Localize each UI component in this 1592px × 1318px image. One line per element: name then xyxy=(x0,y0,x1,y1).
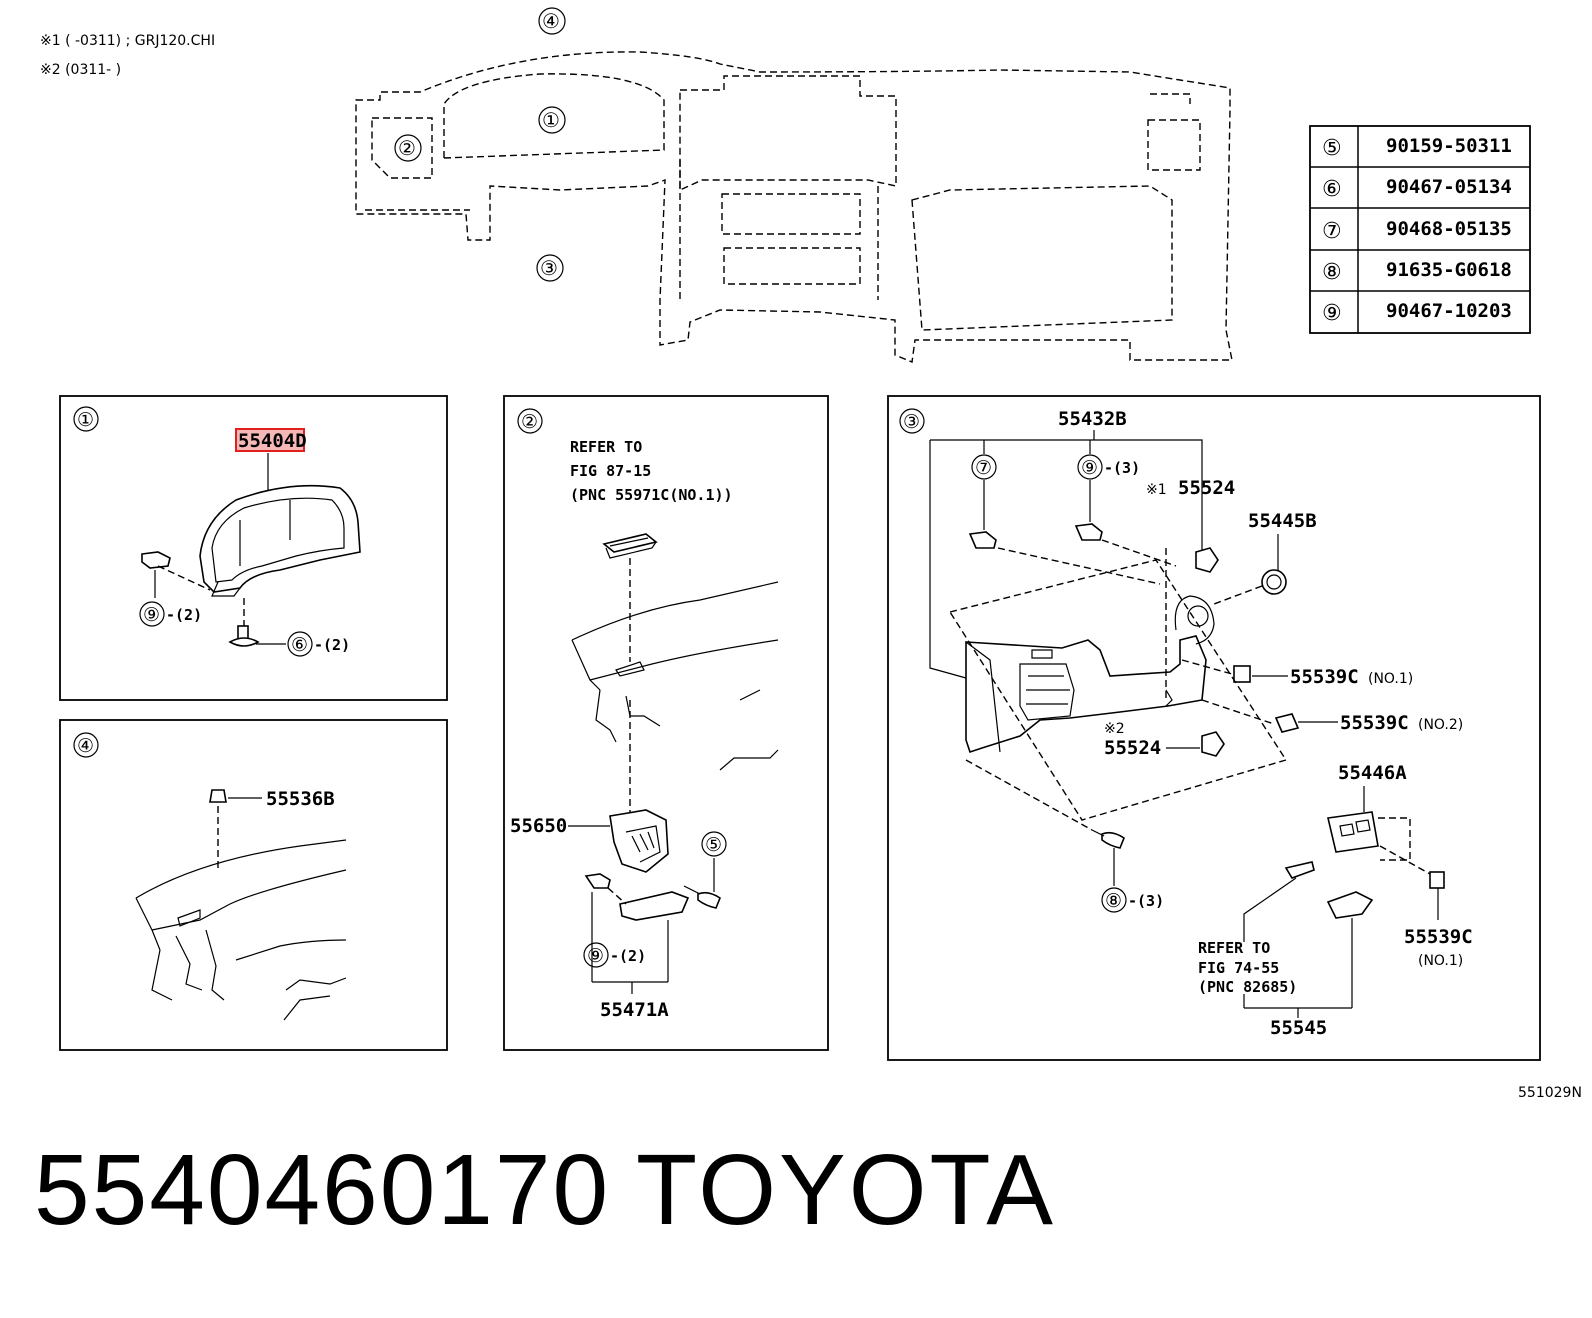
table-ref-7: ⑦ xyxy=(1322,219,1342,244)
panel-1-id: ① xyxy=(77,409,94,431)
overview-callout-1: ① xyxy=(542,108,560,132)
clip-7-part[interactable] xyxy=(968,531,997,549)
panel-2-clip-qty: -(2) xyxy=(610,947,646,965)
overview-callout-4: ④ xyxy=(542,9,560,33)
panel-3-callout-7: ⑦ xyxy=(975,457,992,479)
panel-3-callout-9: ⑨ xyxy=(1081,457,1098,479)
panel-4-label[interactable]: 55536B xyxy=(266,788,335,810)
panel-2-bottom-label[interactable]: 55471A xyxy=(600,999,669,1021)
panel-3-label-55446a[interactable]: 55446A xyxy=(1338,762,1407,784)
footer-part-number: 5540460170 xyxy=(34,1134,611,1246)
panel-3-label-55524-b[interactable]: 55524 xyxy=(1104,737,1161,759)
panel-3-label-55539c-c[interactable]: 55539C xyxy=(1404,926,1473,948)
panel-3-refer-3: (PNC 82685) xyxy=(1198,978,1297,996)
panel-2: ② REFER TO FIG 87-15 (PNC 55971C(NO.1)) xyxy=(503,395,829,1051)
panel-4: ④ 55536B xyxy=(59,719,448,1051)
panel-3-callout-8-qty: -(3) xyxy=(1128,892,1164,910)
clip-9-part[interactable] xyxy=(584,873,611,889)
cap-55539c-no2-part[interactable] xyxy=(1274,713,1300,733)
panel-3-no1: (NO.1) xyxy=(1368,671,1413,687)
cover-82685-part[interactable] xyxy=(1284,861,1315,879)
dashboard-top-part xyxy=(135,839,347,1021)
panel-1-screw-callout: ⑥ xyxy=(291,634,308,656)
panel-1-screw-qty: -(2) xyxy=(314,636,350,654)
panel-1-clip-callout: ⑨ xyxy=(143,604,160,626)
panel-3-top-label[interactable]: 55432B xyxy=(1058,408,1127,430)
table-part-9: 90467-10203 xyxy=(1386,300,1512,322)
highlight-part-label[interactable]: 55404D xyxy=(238,430,307,452)
panel-3-no2: (NO.2) xyxy=(1418,717,1463,733)
panel-2-vent-label[interactable]: 55650 xyxy=(510,815,567,837)
screw-5-part[interactable] xyxy=(683,885,721,909)
screw-8-part[interactable] xyxy=(1091,829,1125,849)
panel-1-clip-qty: -(2) xyxy=(166,606,202,624)
table-part-8: 91635-G0618 xyxy=(1386,259,1512,281)
switch-55539c-c-part[interactable] xyxy=(1429,871,1445,889)
panel-1: ① 55404D ⑨ -(2) ⑥ -(2) xyxy=(59,395,448,701)
panel-2-screw-callout: ⑤ xyxy=(705,834,722,856)
side-vent-part[interactable] xyxy=(609,809,669,873)
vent-grille-part[interactable] xyxy=(602,533,658,559)
panel-3: ③ 55432B ⑦ ⑨ -(3) ※1 55524 55445B xyxy=(887,395,1541,1061)
panel-3-callout-9-qty: -(3) xyxy=(1104,459,1140,477)
switch-55539c-no1-part[interactable] xyxy=(1233,665,1251,683)
panel-3-note1-mark: ※1 xyxy=(1146,482,1167,498)
dashboard-side-part xyxy=(571,581,779,771)
knob-55445b-part[interactable] xyxy=(1261,569,1287,595)
note-2: ※2 (0311- ) xyxy=(40,62,121,78)
panel-3-label-55445b[interactable]: 55445B xyxy=(1248,510,1317,532)
knob-55524b-part[interactable] xyxy=(1201,731,1225,757)
figure-code: 551029N xyxy=(1518,1085,1582,1101)
panel-2-refer-3: (PNC 55971C(NO.1)) xyxy=(570,486,733,504)
footer-brand: TOYOTA xyxy=(636,1134,1056,1246)
clip-55536b-part[interactable] xyxy=(209,789,227,803)
panel-3-bottom-label[interactable]: 55545 xyxy=(1270,1017,1327,1039)
table-ref-8: ⑧ xyxy=(1322,260,1342,285)
clip-9-part-3[interactable] xyxy=(1074,523,1103,541)
highlight-box xyxy=(235,428,305,452)
panel-4-id: ④ xyxy=(77,735,94,757)
overview-callout-2: ② xyxy=(398,136,416,160)
table-part-6: 90467-05134 xyxy=(1386,176,1512,198)
panel-3-callout-8: ⑧ xyxy=(1105,890,1122,912)
panel-3-label-55539c-no2[interactable]: 55539C xyxy=(1340,712,1409,734)
fastener-table: ⑤ 90159-50311 ⑥ 90467-05134 ⑦ 90468-0513… xyxy=(1309,125,1531,334)
cover-55471a-part[interactable] xyxy=(619,891,690,921)
cover-55545-part[interactable] xyxy=(1326,891,1374,919)
note-1: ※1 ( -0311) ; GRJ120.CHI xyxy=(40,33,215,49)
table-ref-5: ⑤ xyxy=(1322,136,1342,161)
panel-3-note2-mark: ※2 xyxy=(1104,721,1125,737)
panel-3-id: ③ xyxy=(903,411,920,433)
panel-3-label-55524-a[interactable]: 55524 xyxy=(1178,477,1235,499)
knob-55524-part[interactable] xyxy=(1195,547,1219,573)
panel-3-label-55539c-no1[interactable]: 55539C xyxy=(1290,666,1359,688)
table-part-5: 90159-50311 xyxy=(1386,135,1512,157)
cluster-hood-part[interactable] xyxy=(199,484,361,597)
panel-3-refer-1: REFER TO xyxy=(1198,939,1270,957)
panel-2-refer-1: REFER TO xyxy=(570,438,642,456)
clip-part[interactable] xyxy=(141,551,171,569)
screw-part[interactable] xyxy=(228,625,260,647)
panel-2-refer-2: FIG 87-15 xyxy=(570,462,651,480)
panel-3-no1-c: (NO.1) xyxy=(1418,953,1463,969)
lower-panel-part[interactable] xyxy=(965,595,1215,754)
panel-3-refer-2: FIG 74-55 xyxy=(1198,959,1279,977)
dashboard-overview xyxy=(355,51,1233,363)
panel-2-id: ② xyxy=(521,411,538,433)
panel-2-clip-callout: ⑨ xyxy=(587,945,604,967)
switch-55446a-part[interactable] xyxy=(1327,811,1379,853)
table-ref-6: ⑥ xyxy=(1322,177,1342,202)
overview-callout-3: ③ xyxy=(540,256,558,280)
table-part-7: 90468-05135 xyxy=(1386,218,1512,240)
overview-callouts: ④ ① ② ③ xyxy=(394,7,566,282)
table-ref-9: ⑨ xyxy=(1322,301,1342,326)
